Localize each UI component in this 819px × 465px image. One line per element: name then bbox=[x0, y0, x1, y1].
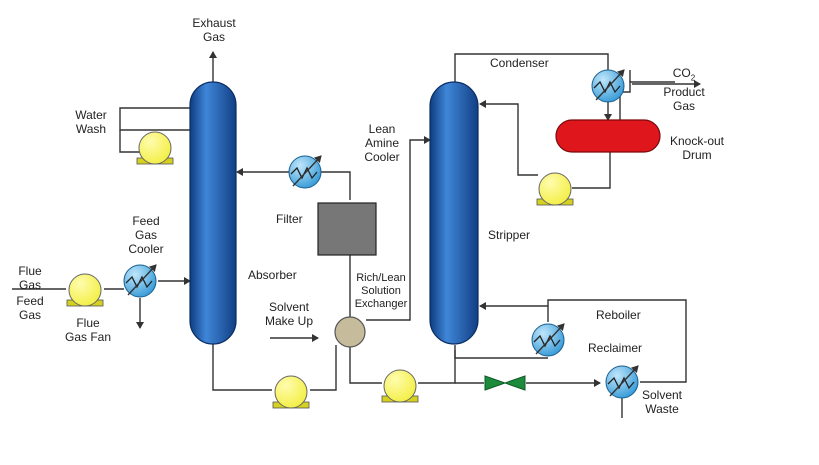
lean-amine-cooler-label: Lean Amine Cooler bbox=[358, 122, 406, 164]
water-wash-label-line1: Water bbox=[75, 108, 107, 122]
condenser-exchanger bbox=[591, 69, 625, 103]
lean-pump-to-exchanger bbox=[349, 345, 382, 384]
exhaust-gas-label-line2: Gas bbox=[202, 30, 225, 44]
lean-amine-cooler-label-line2: Amine bbox=[364, 136, 399, 150]
rich-lean-exchanger-shape bbox=[334, 316, 366, 348]
knockout-drum-label: Knock-out Drum bbox=[664, 134, 730, 162]
solvent-make-up-label-line1: Solvent bbox=[268, 300, 310, 314]
reboiler-exchanger bbox=[531, 323, 565, 357]
feed-gas-cooler-label-line2: Gas bbox=[134, 228, 157, 242]
reboiler-feed bbox=[454, 350, 548, 359]
stripper-label: Stripper bbox=[488, 228, 531, 242]
rich-lean-exchanger-label: Rich/Lean Solution Exchanger bbox=[350, 272, 412, 311]
absorber-label: Absorber bbox=[248, 268, 297, 282]
rich-lean-exchanger-label-line3: Exchanger bbox=[354, 298, 408, 310]
reboiler-return-bottom bbox=[479, 302, 549, 322]
co2-subscript: 2 bbox=[690, 73, 696, 83]
stripper-overhead bbox=[454, 53, 609, 82]
feed-gas-label: Feed Gas bbox=[12, 294, 48, 322]
reboiler-label: Reboiler bbox=[596, 308, 641, 322]
co2-product-gas-label: CO2 Product Gas bbox=[652, 66, 716, 113]
feed-gas-cooler-label: Feed Gas Cooler bbox=[118, 214, 174, 256]
solvent-waste-label: Solvent Waste bbox=[634, 388, 690, 416]
co2-product-gas-label-line2: Product bbox=[663, 85, 705, 100]
lean-amine-cooler bbox=[288, 155, 322, 189]
feed-gas-label-line2: Gas bbox=[18, 308, 41, 322]
stripper-bottoms-pipe bbox=[418, 345, 456, 384]
exhaust-gas-label-line1: Exhaust bbox=[192, 16, 236, 30]
pump-water-wash bbox=[136, 131, 174, 165]
flue-gas-label: Flue Gas bbox=[12, 264, 48, 292]
rich-pump-discharge bbox=[310, 345, 337, 391]
pump-flue-gas-fan bbox=[66, 273, 104, 307]
control-valve bbox=[484, 375, 526, 391]
water-wash-label-line2: Wash bbox=[75, 122, 107, 136]
solvent-make-up-label: Solvent Make Up bbox=[258, 300, 320, 328]
knockout-drum bbox=[555, 119, 661, 153]
filter-to-cooler-line bbox=[318, 171, 351, 200]
exhaust-gas-label: Exhaust Gas bbox=[186, 16, 242, 44]
co2-product-gas-label-line1: CO2 bbox=[652, 66, 716, 85]
flue-gas-fan-label-line1: Flue bbox=[76, 316, 100, 330]
flue-gas-fan-label: Flue Gas Fan bbox=[60, 316, 116, 344]
filter-box bbox=[317, 202, 377, 256]
pump-reflux bbox=[536, 172, 574, 206]
flue-gas-label-line1: Flue bbox=[18, 264, 42, 278]
rich-lean-exchanger-label-line1: Rich/Lean bbox=[356, 272, 406, 284]
drum-bottoms bbox=[572, 150, 611, 189]
pump-lean-amine bbox=[381, 369, 419, 403]
pump-rich-amine bbox=[272, 375, 310, 409]
reclaimer-label: Reclaimer bbox=[588, 341, 643, 355]
water-wash-label: Water Wash bbox=[66, 108, 116, 136]
solvent-waste-label-line2: Waste bbox=[645, 402, 679, 416]
flue-gas-fan-label-line2: Gas Fan bbox=[64, 330, 112, 344]
feed-gas-cooler-label-line1: Feed bbox=[132, 214, 160, 228]
water-wash-loop bbox=[119, 107, 190, 131]
feed-gas-cooler-label-line3: Cooler bbox=[128, 242, 164, 256]
co2-line bbox=[619, 81, 675, 122]
co2-product-gas-label-line3: Gas bbox=[672, 99, 695, 114]
flue-gas-label-line2: Gas bbox=[18, 278, 41, 292]
knockout-drum-label-line1: Knock-out bbox=[669, 134, 725, 148]
feed-gas-cooler bbox=[123, 264, 157, 298]
stripper-column bbox=[429, 81, 479, 345]
lean-amine-cooler-label-line1: Lean bbox=[368, 122, 396, 136]
absorber-bottoms-pipe bbox=[212, 338, 272, 391]
feed-gas-label-line1: Feed bbox=[16, 294, 44, 308]
co2-text: CO bbox=[672, 66, 691, 80]
pipes bbox=[12, 51, 701, 418]
solvent-make-up-label-line2: Make Up bbox=[264, 314, 314, 328]
reclaimer-exchanger bbox=[605, 365, 639, 399]
reflux-line bbox=[479, 100, 538, 176]
filter-label: Filter bbox=[276, 212, 303, 226]
reclaimer-return bbox=[547, 299, 687, 383]
rich-lean-exchanger-label-line2: Solution bbox=[361, 285, 401, 297]
condenser-label: Condenser bbox=[490, 56, 549, 70]
knockout-drum-label-line2: Drum bbox=[682, 148, 712, 162]
absorber-column bbox=[189, 81, 237, 345]
lean-amine-cooler-label-line3: Cooler bbox=[364, 150, 400, 164]
rich-feed-to-stripper bbox=[366, 136, 431, 321]
solvent-waste-label-line1: Solvent bbox=[641, 388, 683, 402]
